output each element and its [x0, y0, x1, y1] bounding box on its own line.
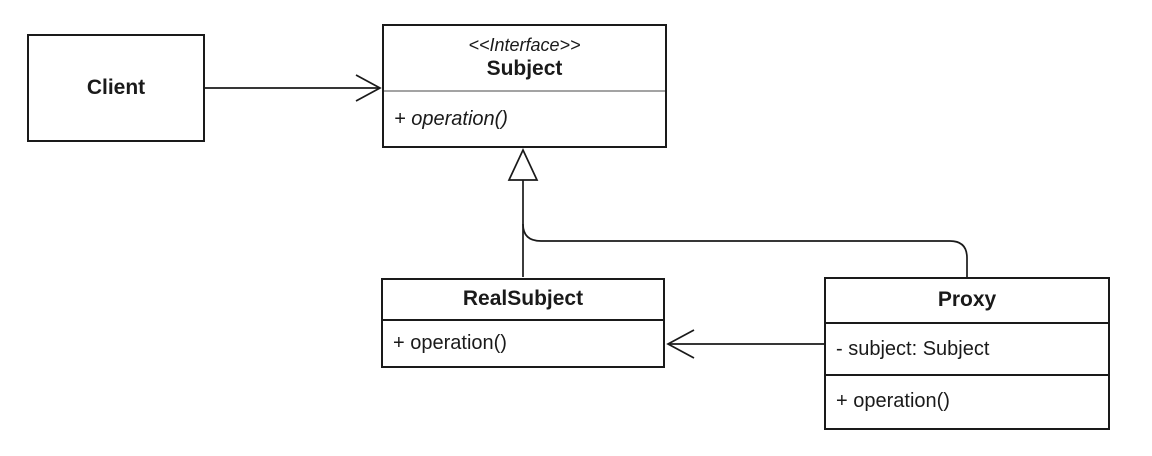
attribute-label: - subject: Subject — [836, 337, 990, 360]
method-label: + operation() — [394, 107, 508, 130]
class-box-client: Client — [27, 34, 205, 142]
method-label: + operation() — [836, 389, 950, 412]
attributes-compartment-proxy: - subject: Subject — [826, 324, 1108, 376]
methods-compartment-realsubject: + operation() — [383, 321, 663, 366]
open-arrowhead-icon — [666, 329, 695, 359]
methods-compartment-proxy: + operation() — [826, 376, 1108, 426]
class-name-client: Client — [86, 75, 146, 99]
class-box-realsubject: RealSubject + operation() — [381, 278, 665, 368]
stereotype-label: <<Interface>> — [468, 35, 581, 56]
class-header-subject: <<Interface>> Subject — [384, 26, 665, 92]
class-name-proxy: Proxy — [937, 288, 997, 312]
class-name-subject: Subject — [486, 56, 563, 80]
class-box-subject: <<Interface>> Subject + operation() — [382, 24, 667, 148]
methods-compartment-subject: + operation() — [384, 92, 665, 146]
realization-line-proxy-to-subject — [522, 223, 968, 277]
generalization-triangle-icon — [507, 147, 539, 181]
class-name-realsubject: RealSubject — [462, 287, 584, 311]
class-header-realsubject: RealSubject — [383, 280, 663, 321]
open-arrowhead-icon — [355, 74, 382, 102]
class-box-proxy: Proxy - subject: Subject + operation() — [824, 277, 1110, 430]
class-header-proxy: Proxy — [826, 279, 1108, 324]
method-label: + operation() — [393, 332, 507, 354]
